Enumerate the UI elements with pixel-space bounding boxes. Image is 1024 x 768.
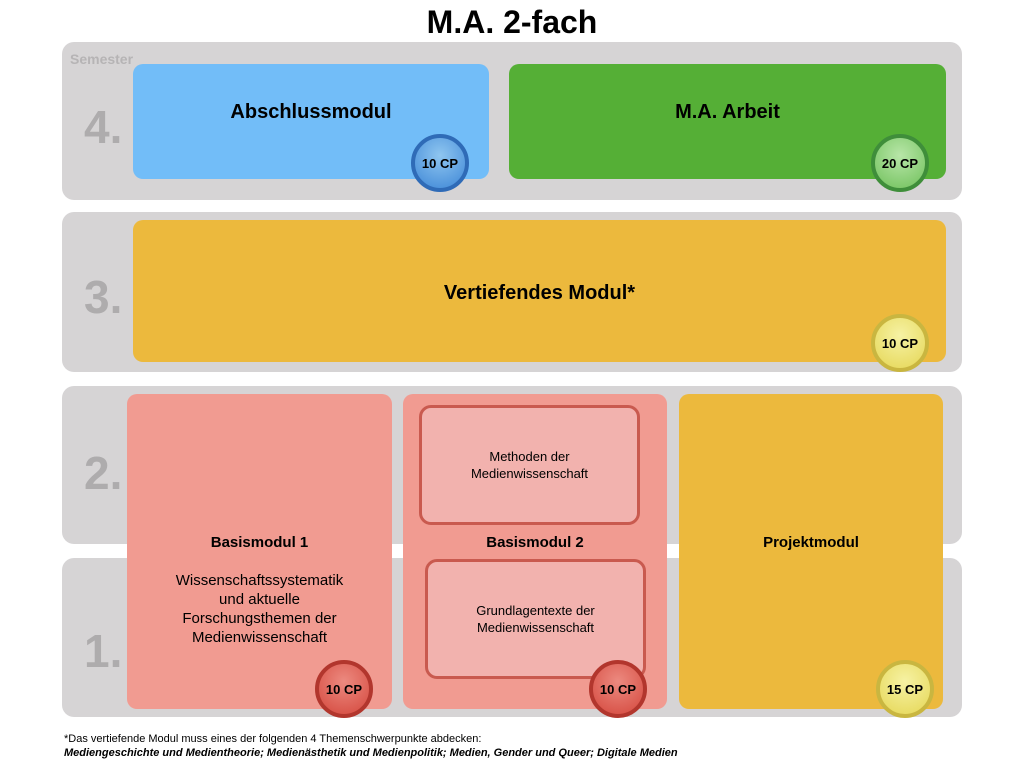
module-projekt: Projektmodul [679,394,943,709]
module-basis1-title: Basismodul 1 [210,534,309,551]
basis1-desc-line: Forschungsthemen der [182,610,337,627]
semester-number-4: 4. [84,101,123,153]
cp-badge-basis1: 10 CP [315,660,373,718]
semester-number-2: 2. [84,447,123,499]
module-vertiefend: Vertiefendes Modul* [133,220,946,362]
methoden-line: Methoden der [489,449,570,464]
module-basis2-title: Basismodul 2 [486,534,584,551]
basis1-desc-line: und aktuelle [219,591,300,608]
grundlagentexte-line: Medienwissenschaft [476,620,595,635]
module-abschluss-title: Abschlussmodul [230,101,392,123]
cp-badge-abschluss: 10 CP [411,134,469,192]
module-projekt-title: Projektmodul [763,534,859,551]
semester-number-1: 1. [84,625,123,677]
footnote-topics: Mediengeschichte und Medientheorie; Medi… [64,747,678,759]
cp-badge-projekt: 15 CP [876,660,934,718]
page-title: M.A. 2-fach [426,4,598,40]
basis1-desc-line: Wissenschaftssystematik [175,572,344,589]
cp-badge-vertiefend: 10 CP [871,314,929,372]
submodule-methoden: Methoden der Medienwissenschaft [419,405,640,525]
submodule-grundlagentexte: Grundlagentexte der Medienwissenschaft [425,559,646,679]
cp-badge-ma-arbeit: 20 CP [871,134,929,192]
module-vertiefend-title: Vertiefendes Modul* [443,282,636,304]
grundlagentexte-line: Grundlagentexte der [476,603,595,618]
module-ma-arbeit-title: M.A. Arbeit [675,101,780,123]
semester-label: Semester [70,51,134,67]
cp-badge-basis2: 10 CP [589,660,647,718]
module-basis1: Basismodul 1 Wissenschaftssystematik und… [127,394,392,709]
footnote-intro: *Das vertiefende Modul muss eines der fo… [64,733,482,745]
semester-number-3: 3. [84,271,123,323]
module-basis1-desc: Wissenschaftssystematik und aktuelle For… [127,571,392,647]
basis1-desc-line: Medienwissenschaft [191,629,328,646]
methoden-line: Medienwissenschaft [470,466,589,481]
